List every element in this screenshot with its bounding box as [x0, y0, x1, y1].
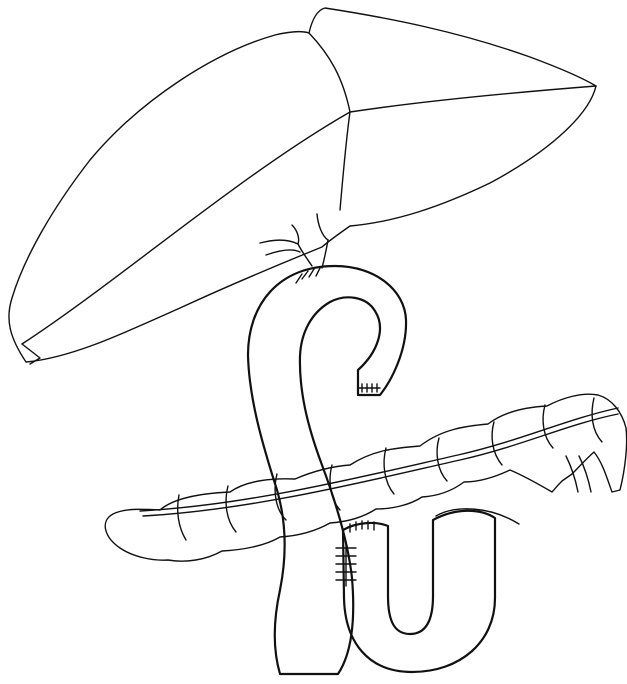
- liver: [9, 8, 596, 364]
- transverse-colon: [105, 394, 626, 561]
- jejunal-loop: [336, 509, 519, 672]
